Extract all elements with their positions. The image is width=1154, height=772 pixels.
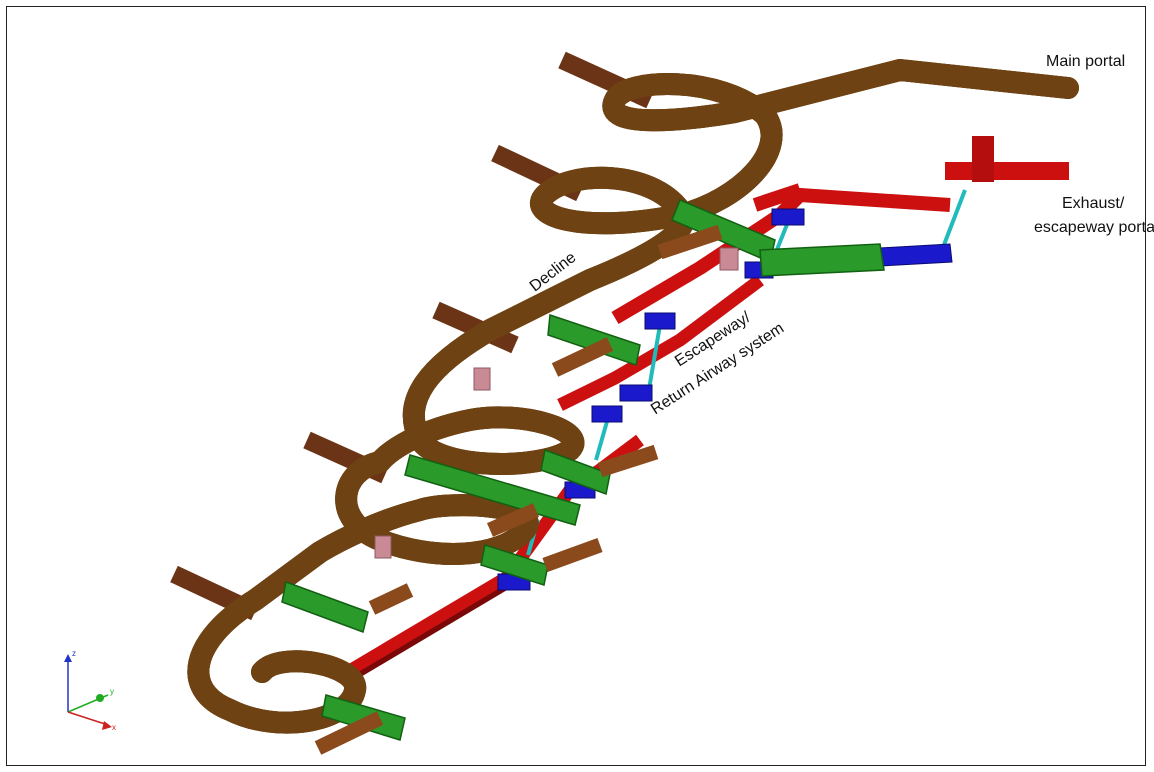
diagram-frame xyxy=(6,6,1146,766)
axis-x-label: x xyxy=(112,723,116,732)
axis-y-label: y xyxy=(110,687,114,696)
exhaust-portal-label-line1: Exhaust/ xyxy=(1062,195,1125,212)
exhaust-portal-label-line2: escapeway portal xyxy=(1034,219,1154,236)
main-portal-label: Main portal xyxy=(1046,53,1126,70)
crosscuts xyxy=(281,199,885,741)
pink-blocks xyxy=(374,247,739,559)
axis-z-label: z xyxy=(72,649,76,658)
decline-ramp xyxy=(198,59,1068,723)
axis-triad xyxy=(64,654,112,730)
exhaust-portal-cross xyxy=(945,162,1069,180)
access-stubs-front xyxy=(314,224,723,755)
